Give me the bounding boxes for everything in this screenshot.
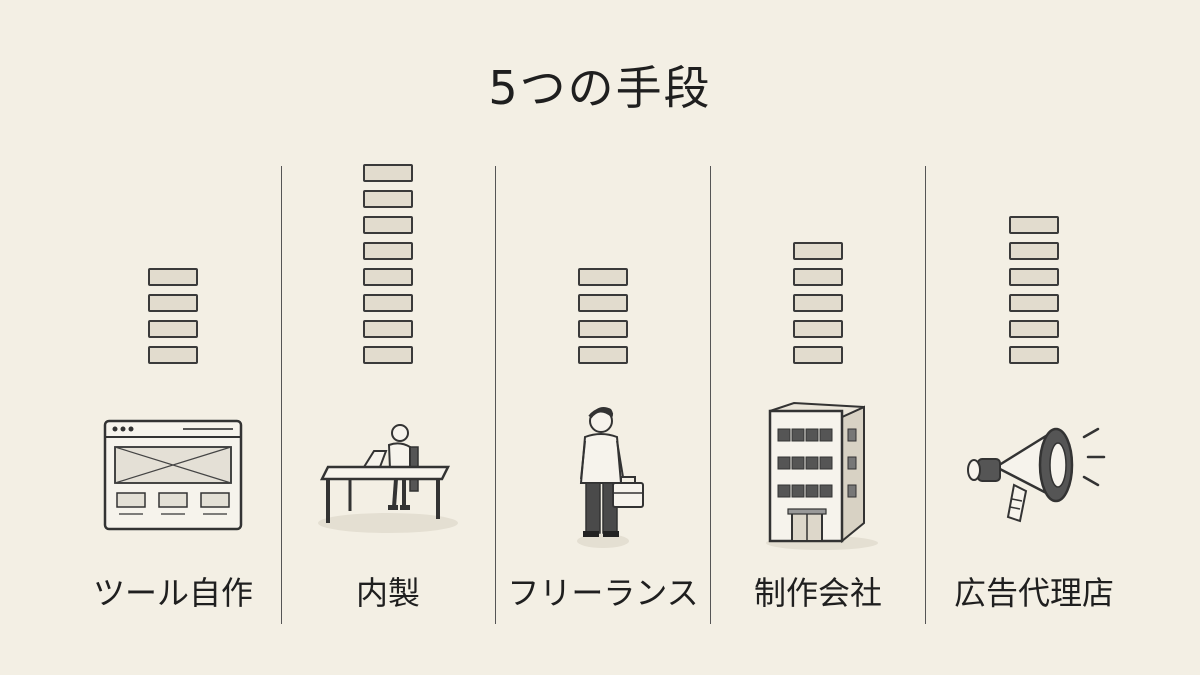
stack-block (363, 268, 413, 286)
stack-block (1009, 294, 1059, 312)
stack-block (148, 346, 198, 364)
stack-block (578, 320, 628, 338)
stack-block (363, 164, 413, 182)
stack-block (578, 294, 628, 312)
stack-block (363, 320, 413, 338)
category-label: フリーランス (507, 574, 699, 612)
diagram-title: 5つの手段 (488, 61, 712, 115)
stack-block (363, 190, 413, 208)
stack-block (363, 294, 413, 312)
column-divider (710, 166, 711, 624)
office-building-icon (766, 401, 878, 550)
column-production-company: 制作会社 (718, 0, 918, 675)
stack-block (793, 268, 843, 286)
stack-block (793, 320, 843, 338)
stack-block (578, 346, 628, 364)
stack-block (1009, 268, 1059, 286)
stack-block (1009, 320, 1059, 338)
person-at-desk-icon (318, 424, 458, 533)
stack-block (793, 242, 843, 260)
megaphone-icon (967, 427, 1106, 523)
stack-block (578, 268, 628, 286)
stack-block (793, 294, 843, 312)
column-divider (281, 166, 282, 624)
column-divider (495, 166, 496, 624)
stack-block (1009, 216, 1059, 234)
stack-block (148, 320, 198, 338)
stack-block (363, 242, 413, 260)
stack-block (1009, 242, 1059, 260)
category-label: 制作会社 (753, 574, 882, 612)
stack-block (793, 346, 843, 364)
column-divider (925, 166, 926, 624)
person-with-toolbox-icon (577, 407, 644, 548)
stack-block (148, 268, 198, 286)
category-label: ツール自作 (92, 574, 253, 612)
column-tool-diy: ツール自作 (73, 0, 273, 675)
category-label: 広告代理店 (953, 574, 1114, 612)
stack-block (363, 216, 413, 234)
category-label: 内製 (355, 574, 420, 612)
column-freelance: フリーランス (503, 0, 703, 675)
stack-block (363, 346, 413, 364)
website-wireframe-icon (103, 419, 243, 531)
column-in-house: 内製 (288, 0, 488, 675)
stack-block (148, 294, 198, 312)
column-ad-agency: 広告代理店 (934, 0, 1134, 675)
stack-block (1009, 346, 1059, 364)
